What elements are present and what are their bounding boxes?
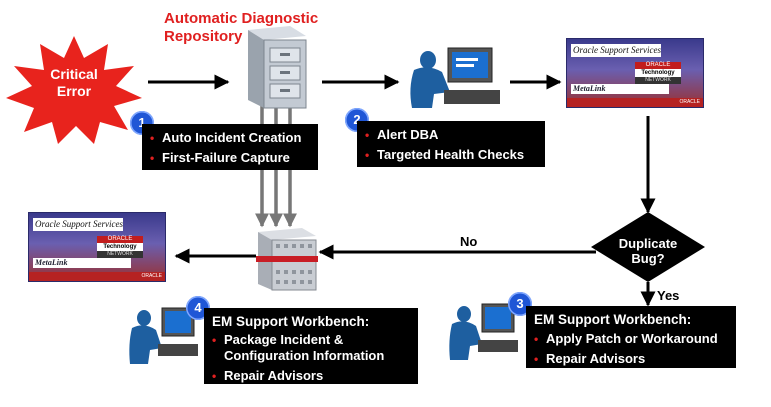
yes-branch-label: Yes [657, 288, 680, 303]
user-workstation-icon [449, 303, 518, 360]
box-3-heading: EM Support Workbench: [534, 312, 692, 327]
oracle-technology-network-logo: ORACLE Technology NETWORK [97, 236, 143, 258]
support-services-label: Oracle Support Services [33, 218, 123, 231]
metalink-label: MetaLink [33, 258, 131, 268]
critical-error-label: Critical Error [50, 66, 98, 99]
decision-label: Duplicate Bug? [618, 236, 678, 266]
box-4-heading: EM Support Workbench: [212, 314, 370, 329]
box-4-support-workbench: EM Support Workbench: •Package Incident … [204, 308, 418, 384]
oracle-technology-network-logo: ORACLE Technology NETWORK [635, 62, 681, 84]
incident-package-icon [256, 228, 318, 291]
user-workstation-icon [129, 307, 198, 364]
box-4-item: •Repair Advisors [212, 368, 324, 383]
box-1-item: •Auto Incident Creation [150, 130, 302, 145]
page-title: Automatic Diagnostic Repository [164, 10, 319, 45]
box-1-item: •First-Failure Capture [150, 150, 290, 165]
box-4-item: •Package Incident & Configuration Inform… [212, 332, 385, 363]
file-cabinet-icon [248, 26, 307, 109]
box-3-support-workbench: EM Support Workbench: •Apply Patch or Wo… [526, 306, 736, 368]
metalink-card-left: Oracle Support Services ORACLE Technolog… [28, 212, 166, 282]
critical-error-starburst-icon [6, 36, 142, 144]
decision-diamond [591, 212, 705, 282]
box-3-item: •Repair Advisors [534, 351, 646, 366]
dba-workstation-icon [410, 47, 500, 108]
no-branch-label: No [460, 234, 478, 249]
metalink-label: MetaLink [571, 84, 669, 94]
box-1-auto-incident: •Auto Incident Creation •First-Failure C… [142, 124, 318, 170]
box-2-item: •Targeted Health Checks [365, 147, 525, 162]
box-3-item: •Apply Patch or Workaround [534, 331, 718, 346]
box-2-item: •Alert DBA [365, 127, 439, 142]
box-2-alert-dba: •Alert DBA •Targeted Health Checks [357, 121, 545, 167]
support-services-label: Oracle Support Services [571, 44, 661, 57]
metalink-card-top: Oracle Support Services ORACLE Technolog… [566, 38, 704, 108]
